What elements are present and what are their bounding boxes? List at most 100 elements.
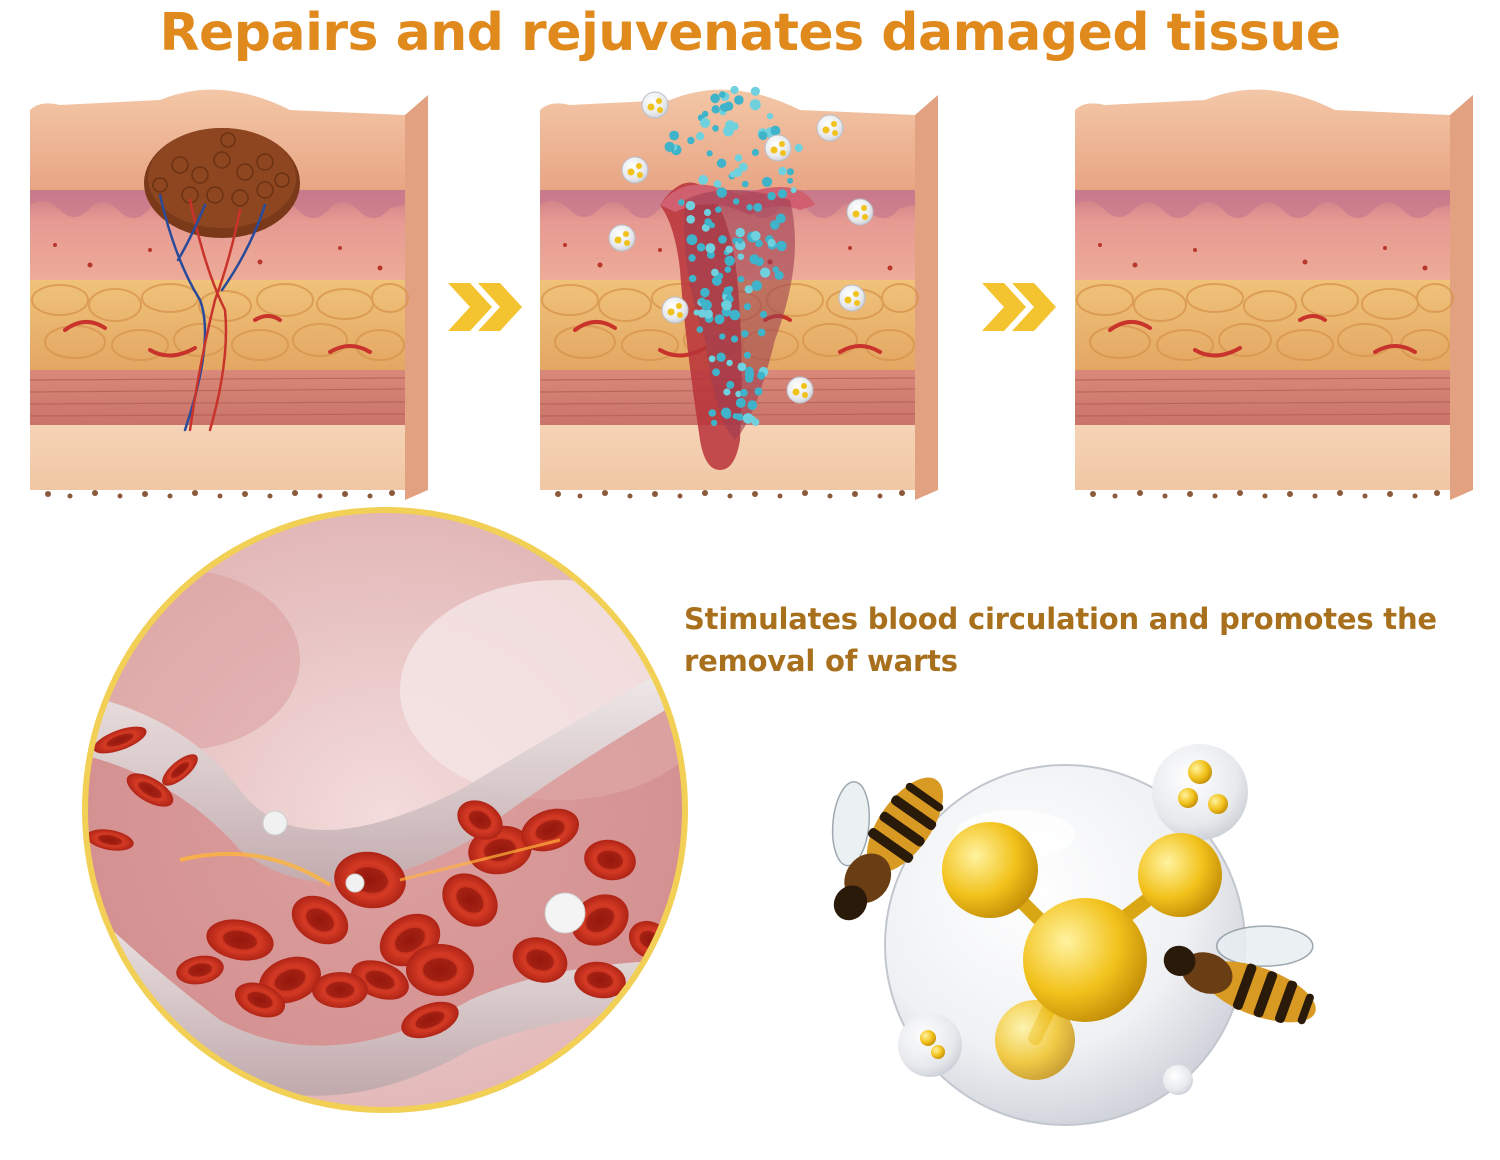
- red-blood-cell-center: [423, 958, 457, 982]
- particle: [755, 239, 763, 248]
- particle: [736, 413, 744, 421]
- particle: [753, 203, 763, 212]
- particle: [744, 285, 753, 294]
- particle: [724, 255, 735, 266]
- particle: [720, 407, 732, 418]
- particle: [688, 274, 697, 283]
- particle: [703, 309, 713, 319]
- particle: [726, 359, 733, 367]
- particle: [719, 91, 726, 98]
- particle: [738, 162, 748, 172]
- red-blood-cell-center: [326, 981, 354, 999]
- particle: [685, 200, 696, 211]
- particle: [757, 371, 766, 380]
- particle: [760, 267, 771, 278]
- particle: [735, 397, 746, 408]
- particle: [735, 227, 745, 238]
- particle: [726, 286, 734, 293]
- red-blood-cell-center: [274, 969, 306, 991]
- particle: [770, 125, 781, 136]
- red-blood-cell-center: [456, 887, 484, 913]
- particle: [718, 235, 727, 244]
- particle: [770, 220, 780, 230]
- skin-stage-healed: [1073, 87, 1475, 502]
- particle: [716, 158, 727, 168]
- particle: [767, 192, 776, 201]
- particle: [721, 300, 732, 311]
- particle: [712, 125, 719, 132]
- particle: [778, 166, 787, 176]
- particle: [751, 148, 759, 157]
- skin-stage-treatment: [538, 85, 940, 502]
- subtext: Stimulates blood circulation and promote…: [684, 602, 1437, 678]
- particle: [750, 230, 761, 241]
- particle: [733, 198, 740, 205]
- red-blood-cell-center: [171, 762, 189, 778]
- particle: [730, 85, 739, 95]
- particle: [714, 314, 725, 325]
- particle: [711, 268, 719, 277]
- red-blood-cell-center: [587, 971, 613, 989]
- particle: [767, 238, 776, 248]
- particle: [741, 330, 749, 338]
- particle: [774, 270, 784, 280]
- particle: [747, 400, 758, 410]
- skin-stage-wart: [28, 87, 430, 502]
- red-blood-cell-center: [247, 991, 273, 1009]
- particle: [688, 254, 696, 262]
- particle: [750, 86, 760, 96]
- particle: [729, 171, 737, 178]
- molecule-bee-icon: [831, 744, 1316, 1126]
- red-blood-cell-center: [526, 949, 554, 971]
- particle: [693, 309, 700, 316]
- particle: [737, 237, 743, 244]
- particle: [687, 136, 695, 145]
- particle: [758, 131, 768, 141]
- particle: [751, 280, 763, 292]
- particle: [686, 234, 698, 246]
- particle: [737, 253, 745, 260]
- red-blood-cell-center: [138, 781, 162, 799]
- particle: [696, 243, 706, 252]
- particle: [734, 154, 743, 162]
- particle: [716, 352, 726, 362]
- particle: [723, 388, 731, 396]
- particle: [740, 388, 748, 397]
- particle: [704, 218, 712, 226]
- red-blood-cell-center: [415, 1011, 445, 1029]
- particle: [711, 275, 722, 286]
- particle: [726, 380, 735, 389]
- particle: [711, 105, 720, 114]
- particle: [794, 143, 803, 152]
- particle: [669, 130, 679, 141]
- red-blood-cell-center: [188, 963, 212, 977]
- particle: [696, 326, 704, 333]
- red-blood-cell-center: [106, 733, 134, 747]
- particle: [700, 117, 711, 128]
- particle: [705, 243, 716, 254]
- red-blood-cell-center: [306, 908, 334, 932]
- particle: [725, 245, 734, 254]
- particle: [710, 93, 720, 104]
- headline: Repairs and rejuvenates damaged tissue: [159, 3, 1341, 63]
- particle: [776, 240, 787, 252]
- red-blood-cell-center: [535, 820, 565, 840]
- particle: [719, 103, 728, 112]
- red-blood-cell-center: [98, 835, 122, 845]
- particle: [686, 215, 695, 224]
- red-blood-cell-center: [597, 850, 623, 870]
- particle: [754, 387, 763, 396]
- red-blood-cell-center: [365, 970, 395, 990]
- particle: [708, 409, 717, 417]
- particle: [712, 368, 720, 377]
- particle: [737, 362, 747, 372]
- particle: [715, 206, 722, 213]
- particle: [698, 174, 709, 185]
- particle: [754, 257, 764, 267]
- particle: [762, 176, 773, 187]
- particle: [744, 369, 755, 379]
- particle: [786, 168, 794, 176]
- particle: [787, 177, 794, 184]
- particle: [757, 328, 766, 337]
- particle: [725, 120, 735, 130]
